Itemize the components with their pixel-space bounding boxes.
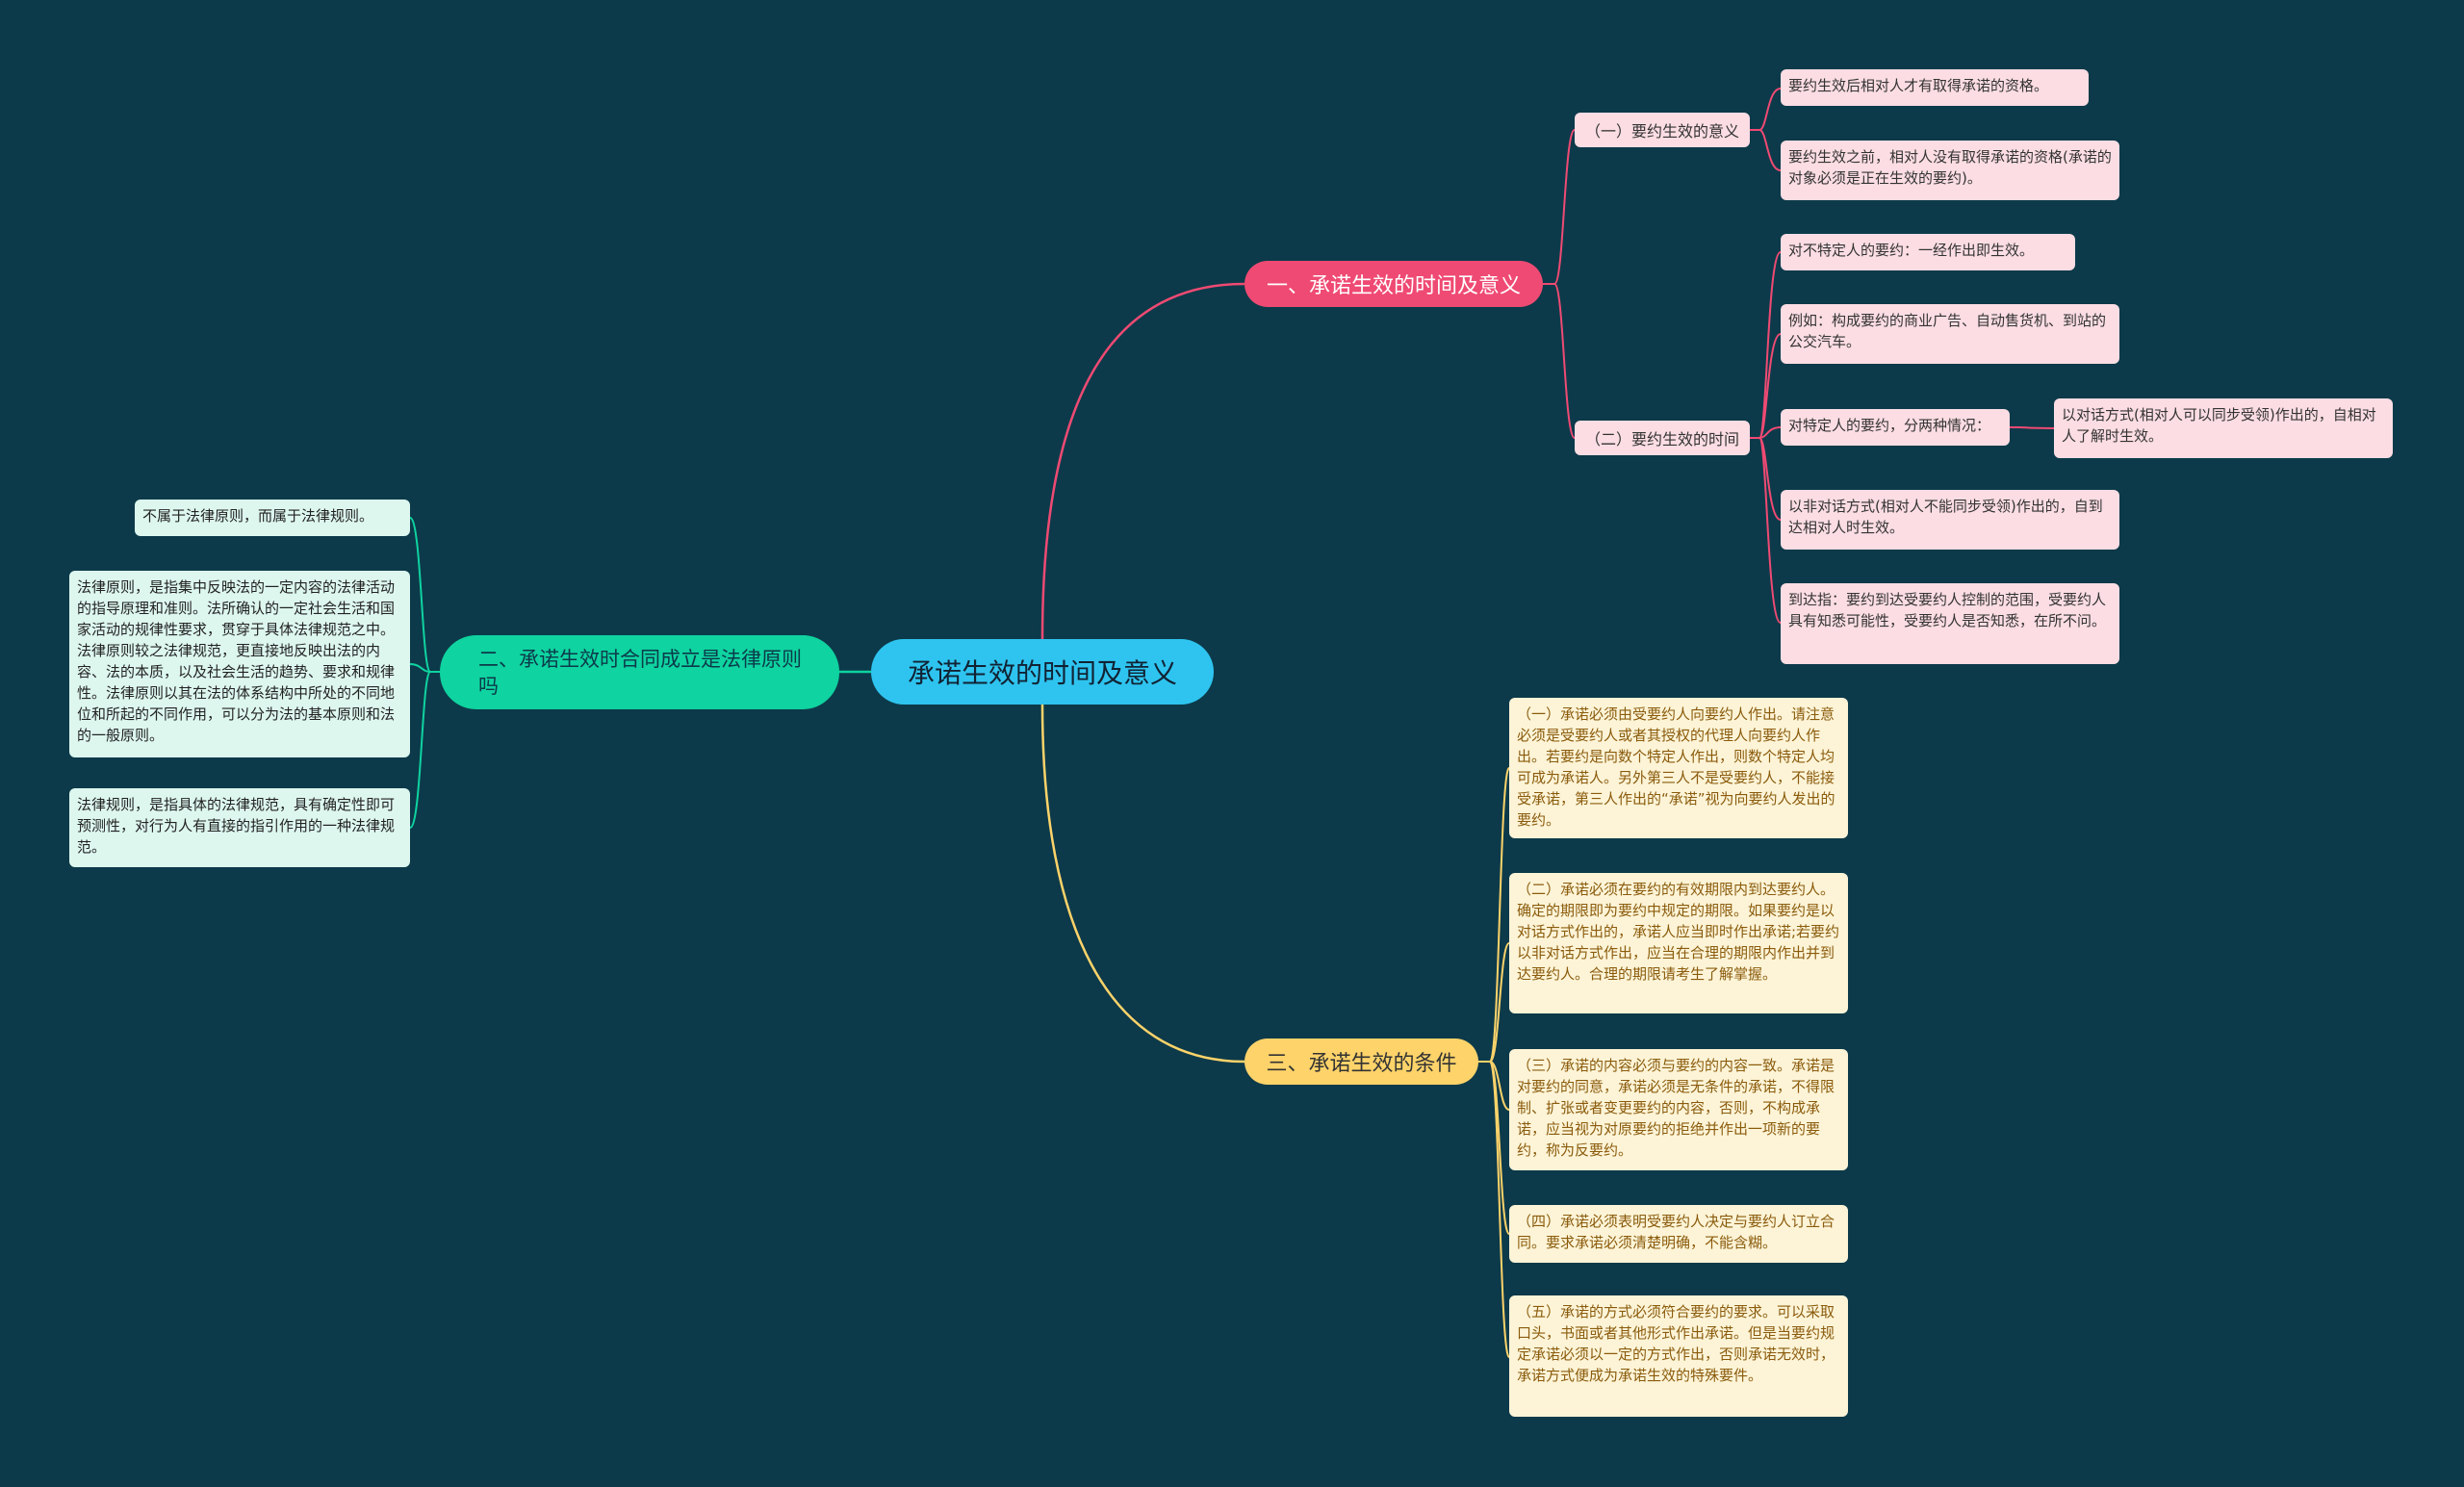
- leaf-node[interactable]: 不属于法律原则，而属于法律规则。: [135, 500, 410, 536]
- link-root-b1: [1040, 282, 1245, 640]
- sub-node-effect-meaning[interactable]: （一）要约生效的意义: [1575, 113, 1750, 147]
- link-b2-leaf1: [409, 517, 440, 673]
- leaf-node[interactable]: 法律规则，是指具体的法律规范，具有确定性即可预测性，对行为人有直接的指引作用的一…: [69, 788, 410, 867]
- leaf-node[interactable]: 对不特定人的要约：一经作出即生效。: [1781, 234, 2075, 270]
- branch-node-2[interactable]: 二、承诺生效时合同成立是法律原则吗: [440, 635, 839, 709]
- link-b3-leaf1: [1478, 767, 1510, 1063]
- link-b2-leaf2: [409, 663, 440, 673]
- link-b1-sub2: [1543, 283, 1576, 439]
- leaf-node[interactable]: （五）承诺的方式必须符合要约的要求。可以采取口头，书面或者其他形式作出承诺。但是…: [1509, 1295, 1848, 1417]
- leaf-node[interactable]: （三）承诺的内容必须与要约的内容一致。承诺是对要约的同意，承诺必须是无条件的承诺…: [1509, 1049, 1848, 1170]
- link-sub1-leaf1: [1750, 88, 1782, 131]
- leaf-node[interactable]: 要约生效后相对人才有取得承诺的资格。: [1781, 69, 2089, 106]
- leaf-node[interactable]: 例如：构成要约的商业广告、自动售货机、到站的公交汽车。: [1781, 304, 2119, 364]
- link-b1-sub1: [1543, 129, 1576, 285]
- branch-node-3[interactable]: 三、承诺生效的条件: [1245, 1038, 1478, 1085]
- branch-node-1[interactable]: 一、承诺生效的时间及意义: [1245, 261, 1543, 307]
- link-sub2-leaf5: [1750, 437, 1782, 624]
- leaf-node[interactable]: 要约生效之前，相对人没有取得承诺的资格(承诺的对象必须是正在生效的要约)。: [1781, 141, 2119, 200]
- link-leaf3-grandchild: [2010, 426, 2055, 429]
- link-b3-leaf5: [1478, 1061, 1510, 1358]
- leaf-node[interactable]: 对特定人的要约，分两种情况：: [1781, 409, 2010, 446]
- link-b3-leaf2: [1478, 942, 1510, 1063]
- link-root-b3: [1040, 704, 1245, 1064]
- leaf-node[interactable]: （四）承诺必须表明受要约人决定与要约人订立合同。要求承诺必须清楚明确，不能含糊。: [1509, 1205, 1848, 1263]
- link-sub2-leaf3: [1750, 426, 1782, 439]
- leaf-node[interactable]: 法律原则，是指集中反映法的一定内容的法律活动的指导原理和准则。法所确认的一定社会…: [69, 571, 410, 757]
- link-sub1-leaf2: [1750, 129, 1782, 171]
- leaf-node[interactable]: 以对话方式(相对人可以同步受领)作出的，自相对人了解时生效。: [2054, 398, 2393, 458]
- leaf-node[interactable]: 到达指：要约到达受要约人控制的范围，受要约人具有知悉可能性，受要约人是否知悉，在…: [1781, 583, 2119, 664]
- sub-node-effect-time[interactable]: （二）要约生效的时间: [1575, 421, 1750, 455]
- leaf-node[interactable]: （一）承诺必须由受要约人向要约人作出。请注意必须是受要约人或者其授权的代理人向要…: [1509, 698, 1848, 838]
- leaf-node[interactable]: 以非对话方式(相对人不能同步受领)作出的，自到达相对人时生效。: [1781, 490, 2119, 550]
- root-node[interactable]: 承诺生效的时间及意义: [871, 639, 1214, 705]
- leaf-node[interactable]: （二）承诺必须在要约的有效期限内到达要约人。确定的期限即为要约中规定的期限。如果…: [1509, 873, 1848, 1013]
- link-b2-leaf3: [409, 671, 440, 829]
